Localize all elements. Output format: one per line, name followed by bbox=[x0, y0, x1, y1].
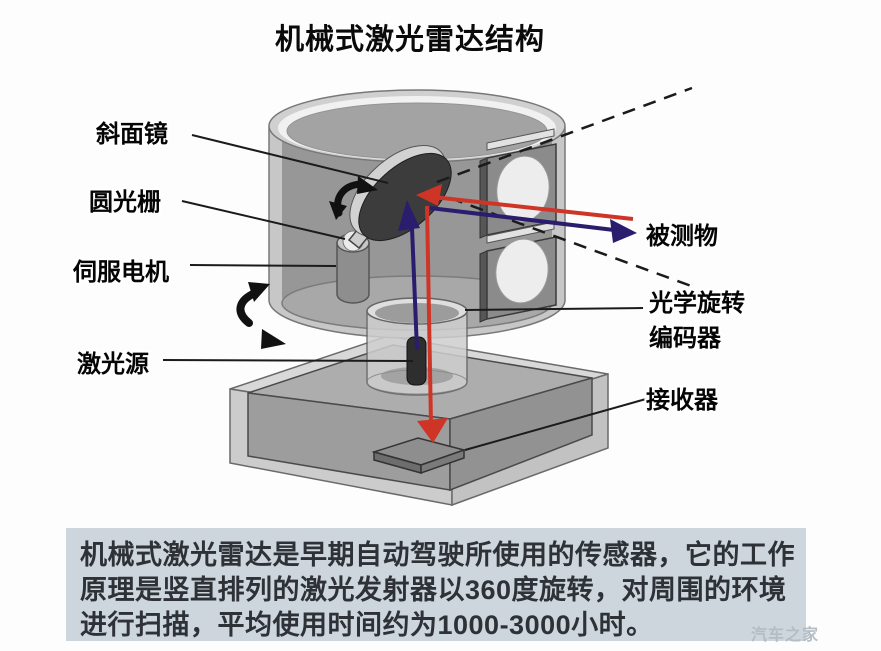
leader-receiver bbox=[464, 398, 647, 451]
leader-servo-motor bbox=[189, 264, 337, 267]
base-rotation-arrow-icon bbox=[236, 282, 286, 349]
caption-line: 机械式激光雷达是早期自动驾驶所使用的传感器，它的工作 bbox=[80, 540, 795, 570]
caption-line: 原理是竖直排列的激光发射器以360度旋转，对周围的环境 bbox=[80, 575, 787, 605]
leader-laser-source bbox=[162, 359, 414, 362]
label-optical-encoder: 光学旋转 编码器 bbox=[649, 286, 745, 356]
optical-encoder-panel bbox=[479, 128, 557, 323]
slant-mirror bbox=[347, 144, 452, 250]
label-optical-encoder-line1: 光学旋转 bbox=[649, 290, 745, 317]
label-servo-motor: 伺服电机 bbox=[73, 259, 169, 286]
caption-box: 机械式激光雷达是早期自动驾驶所使用的传感器，它的工作 原理是竖直排列的激光发射器… bbox=[66, 528, 806, 641]
watermark: 汽车之家 bbox=[751, 627, 820, 644]
leader-lines bbox=[162, 134, 647, 451]
label-receiver: 接收器 bbox=[646, 387, 718, 414]
scan-range-dashed-lines bbox=[436, 86, 695, 289]
caption-line: 进行扫描，平均使用时间约为1000-3000小时。 bbox=[80, 610, 654, 640]
return-beam-arrowhead-at-mirror bbox=[416, 184, 442, 206]
outgoing-beam-arrowhead-at-target bbox=[610, 219, 637, 243]
leader-optical-encoder bbox=[464, 307, 644, 311]
outgoing-beam-horizontal bbox=[429, 206, 615, 232]
leader-circular-grating bbox=[181, 200, 346, 240]
return-beam-arrowhead-at-receiver bbox=[417, 418, 448, 443]
laser-beams bbox=[398, 184, 637, 443]
label-slant-mirror: 斜面镜 bbox=[96, 121, 168, 148]
return-beam-vertical bbox=[425, 205, 433, 425]
label-laser-source: 激光源 bbox=[77, 351, 149, 378]
outgoing-beam-arrowhead-at-mirror bbox=[398, 200, 420, 231]
receiver-chip bbox=[371, 437, 467, 475]
label-circular-grating: 圆光栅 bbox=[89, 189, 161, 216]
label-optical-encoder-line2: 编码器 bbox=[649, 325, 721, 352]
leader-slant-mirror bbox=[191, 134, 389, 184]
page-title: 机械式激光雷达结构 bbox=[274, 24, 545, 56]
outgoing-beam-vertical bbox=[410, 227, 419, 351]
return-beam-horizontal bbox=[432, 195, 634, 221]
label-target-object: 被测物 bbox=[646, 223, 718, 250]
mirror-rotation-arrow-icon bbox=[329, 176, 378, 220]
